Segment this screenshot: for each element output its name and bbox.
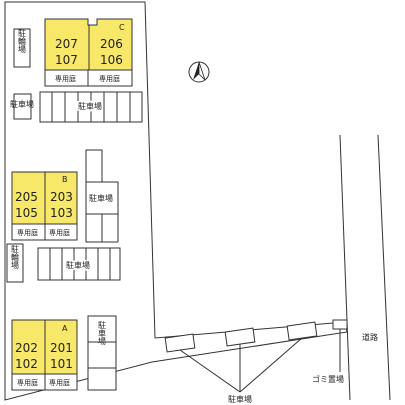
road-edge-left [339,134,351,401]
garden-label: 専用庭 [49,228,70,237]
unit-number: 206 [100,37,123,51]
garbage-area: ゴミ置場 [312,319,348,384]
parking-b-lower: 駐車場 [37,247,121,281]
garden-label: 専用庭 [49,378,70,387]
road-label: 道路 [362,332,378,342]
bicycle-parking-top: 駐輪場 [13,28,31,68]
unit-number: 107 [55,53,78,67]
building-letter: B [62,175,68,184]
building-letter: A [62,324,68,333]
unit-number: 205 [15,190,38,204]
garden-label: 専用庭 [17,228,38,237]
svg-text:駐車場: 駐車場 [66,260,90,270]
unit-number: 201 [50,341,73,355]
unit-number: 101 [50,357,73,371]
unit-number: 202 [15,341,38,355]
unit-number: 102 [15,357,38,371]
unit-number: 106 [100,53,123,67]
parking-left-top: 駐車場 [10,93,34,120]
svg-text:駐輪場: 駐輪場 [18,28,27,54]
svg-text:駐車場: 駐車場 [10,99,34,109]
unit-number: 207 [55,37,78,51]
building-c: C 207 107 206 106 専用庭 専用庭 [44,18,133,87]
parking-a-right: 駐車場 [87,315,117,391]
svg-text:駐輪場: 駐輪場 [11,244,20,270]
svg-text:駐車場: 駐車場 [98,320,107,346]
road-edge-right [377,134,391,401]
building-a: A 202 102 201 101 専用庭 専用庭 [11,319,78,391]
building-b: B 205 105 203 103 専用庭 専用庭 [11,171,78,241]
unit-number: 105 [15,206,38,220]
bicycle-parking-mid: 駐輪場 [6,243,24,283]
svg-text:駐車場: 駐車場 [89,193,113,203]
parking-row-top: 駐車場 [39,91,143,123]
unit-number: 103 [50,206,73,220]
garden-label: 専用庭 [17,378,38,387]
parking-bottom-spaces: 駐車場 [164,321,318,404]
unit-number: 203 [50,190,73,204]
north-arrow-icon [188,61,210,83]
parking-bottom-label: 駐車場 [228,394,252,404]
garbage-label: ゴミ置場 [312,374,344,384]
parking-b-right: 駐車場 [85,149,119,243]
garden-label: 専用庭 [99,74,120,83]
building-letter: C [119,23,125,32]
svg-text:駐車場: 駐車場 [78,101,102,111]
garden-label: 専用庭 [55,74,76,83]
